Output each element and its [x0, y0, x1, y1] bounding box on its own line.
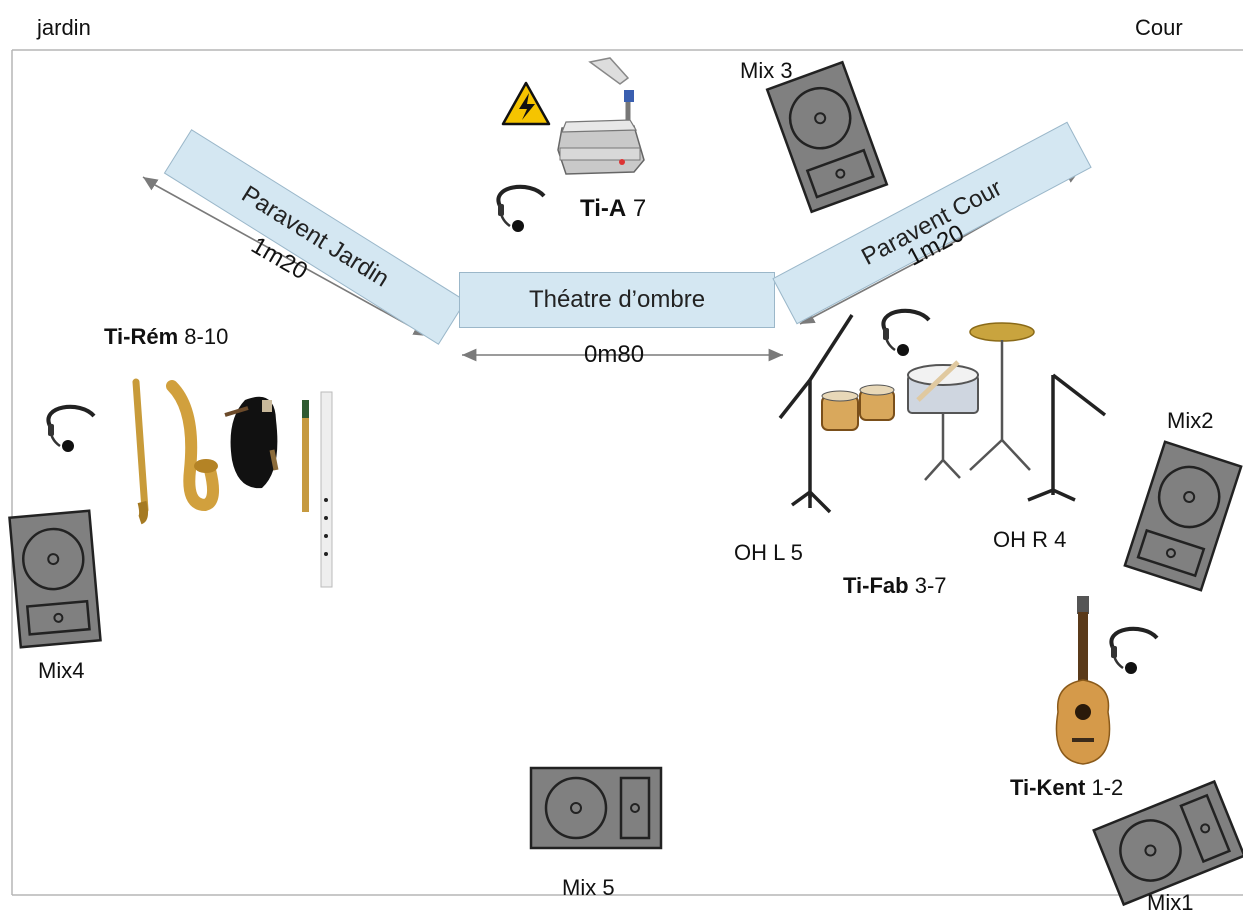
corner-label-jardin: jardin — [37, 15, 91, 40]
performer-ti-a-channels: 7 — [632, 195, 647, 222]
monitor-mix1-label: Mix1 — [1147, 890, 1194, 915]
mic-stand-left-icon — [778, 314, 854, 514]
cymbal-icon — [969, 322, 1035, 342]
headset-mic-icon-ti-kent — [1109, 626, 1159, 676]
performer-ti-rem-name: Ti-Rém — [104, 324, 179, 349]
performer-ti-fab: Ti-Fab 3-7 — [843, 573, 947, 599]
performer-ti-fab-channels: 3-7 — [914, 573, 947, 598]
monitor-mix4-icon — [8, 509, 102, 649]
monitor-mix4-label: Mix4 — [38, 658, 85, 683]
performer-ti-rem-channels: 8-10 — [184, 324, 229, 349]
performer-ti-kent: Ti-Kent 1-2 — [1010, 775, 1123, 801]
performer-ti-kent-name: Ti-Kent — [1010, 775, 1086, 800]
overhead-left-label: OH L 5 — [734, 540, 803, 565]
soprano-sax-icon — [132, 378, 149, 525]
monitor-mix3-label: Mix 3 — [740, 58, 793, 83]
performer-ti-rem: Ti-Rém 8-10 — [104, 324, 228, 350]
headset-mic-icon-ti-fab — [881, 308, 931, 358]
high-voltage-warning-icon — [501, 81, 551, 126]
monitor-mix2-icon — [1123, 440, 1243, 592]
panel-center-label: Théatre d’ombre — [528, 286, 706, 313]
monitor-mix2-label: Mix2 — [1167, 408, 1214, 433]
low-whistle-icon — [320, 391, 333, 588]
panel-theatre-ombre: Théatre d’ombre — [459, 272, 775, 328]
snare-drum-icon — [907, 360, 979, 481]
tin-whistle-icon — [302, 400, 309, 512]
overhead-right-label: OH R 4 — [993, 527, 1067, 552]
monitor-mix5-label: Mix 5 — [562, 875, 615, 900]
headset-mic-icon-ti-rem — [46, 404, 96, 454]
headset-mic-icon-ti-a — [496, 184, 546, 234]
mic-stand-right-icon — [1027, 373, 1107, 502]
alto-sax-icon — [166, 380, 220, 512]
performer-ti-fab-name: Ti-Fab — [843, 573, 909, 598]
performer-ti-kent-channels: 1-2 — [1091, 775, 1124, 800]
corner-label-cour: Cour — [1135, 15, 1183, 40]
hi-hat-stand-icon — [969, 340, 1031, 471]
bongos-icon — [821, 384, 895, 431]
monitor-mix3-icon — [765, 60, 889, 214]
monitor-mix5-icon — [529, 766, 663, 850]
performer-ti-a-name: Ti-A — [580, 195, 627, 222]
acoustic-guitar-icon — [1055, 596, 1111, 765]
bagpipe-icon — [224, 396, 279, 489]
dimension-label-center: 0m80 — [584, 341, 645, 368]
stage-outline — [11, 49, 1243, 896]
overhead-projector-icon — [557, 57, 645, 175]
dimension-arrow-cour — [799, 249, 941, 325]
performer-ti-a: Ti-A 7 — [580, 196, 646, 222]
dimension-arrow-jardin — [142, 176, 159, 191]
